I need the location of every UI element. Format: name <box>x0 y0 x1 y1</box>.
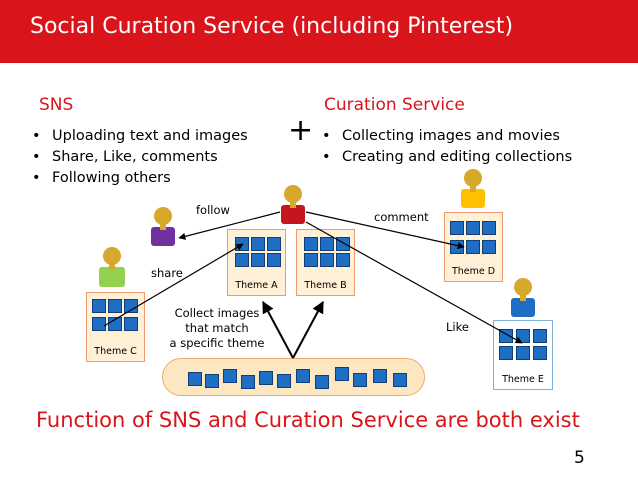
sns-bullet-item: Uploading text and images <box>28 126 248 147</box>
plus-sign: + <box>288 113 314 148</box>
center-user-icon <box>281 185 305 224</box>
comment-label: comment <box>374 210 429 224</box>
share-label: share <box>151 266 183 280</box>
page-number: 5 <box>574 448 585 468</box>
theme-b-label: Theme B <box>304 280 347 291</box>
collect-images-label: Collect images that match a specific the… <box>169 306 265 350</box>
theme-a-card: Theme A <box>227 229 286 296</box>
sns-heading: SNS <box>39 95 74 115</box>
curation-bullet-item: Creating and editing collections <box>318 147 572 168</box>
curation-bullet-item: Collecting images and movies <box>318 126 572 147</box>
curation-bullet-list: Collecting images and movies Creating an… <box>318 126 572 168</box>
like-label: Like <box>446 320 469 334</box>
yellow-user-icon <box>461 169 485 208</box>
sns-bullet-item: Share, Like, comments <box>28 147 248 168</box>
theme-c-label: Theme C <box>94 346 137 357</box>
comment-arrow <box>305 211 465 250</box>
theme-a-label: Theme A <box>235 280 278 291</box>
curation-heading: Curation Service <box>324 95 465 115</box>
share-arrow <box>103 243 244 327</box>
sns-bullet-item: Following others <box>28 168 248 189</box>
blue-user-icon <box>511 278 535 317</box>
follow-arrow <box>178 211 281 240</box>
purple-user-icon <box>151 207 175 246</box>
theme-c-card: Theme C <box>86 292 145 362</box>
collect-arrow-a <box>262 300 294 359</box>
slide-title: Social Curation Service (including Pinte… <box>30 14 514 39</box>
conclusion-statement: Function of SNS and Curation Service are… <box>36 408 580 432</box>
green-user-icon <box>99 247 125 287</box>
collect-arrow-b <box>292 300 324 359</box>
like-arrow <box>305 221 523 344</box>
image-collection-tray <box>162 358 425 396</box>
theme-d-card: Theme D <box>444 212 503 282</box>
theme-b-card: Theme B <box>296 229 355 296</box>
theme-d-label: Theme D <box>451 266 496 277</box>
follow-label: follow <box>196 203 230 217</box>
theme-e-label: Theme E <box>502 374 544 385</box>
theme-e-card: Theme E <box>493 320 553 390</box>
header-bar: Social Curation Service (including Pinte… <box>0 0 638 63</box>
sns-bullet-list: Uploading text and images Share, Like, c… <box>28 126 248 189</box>
